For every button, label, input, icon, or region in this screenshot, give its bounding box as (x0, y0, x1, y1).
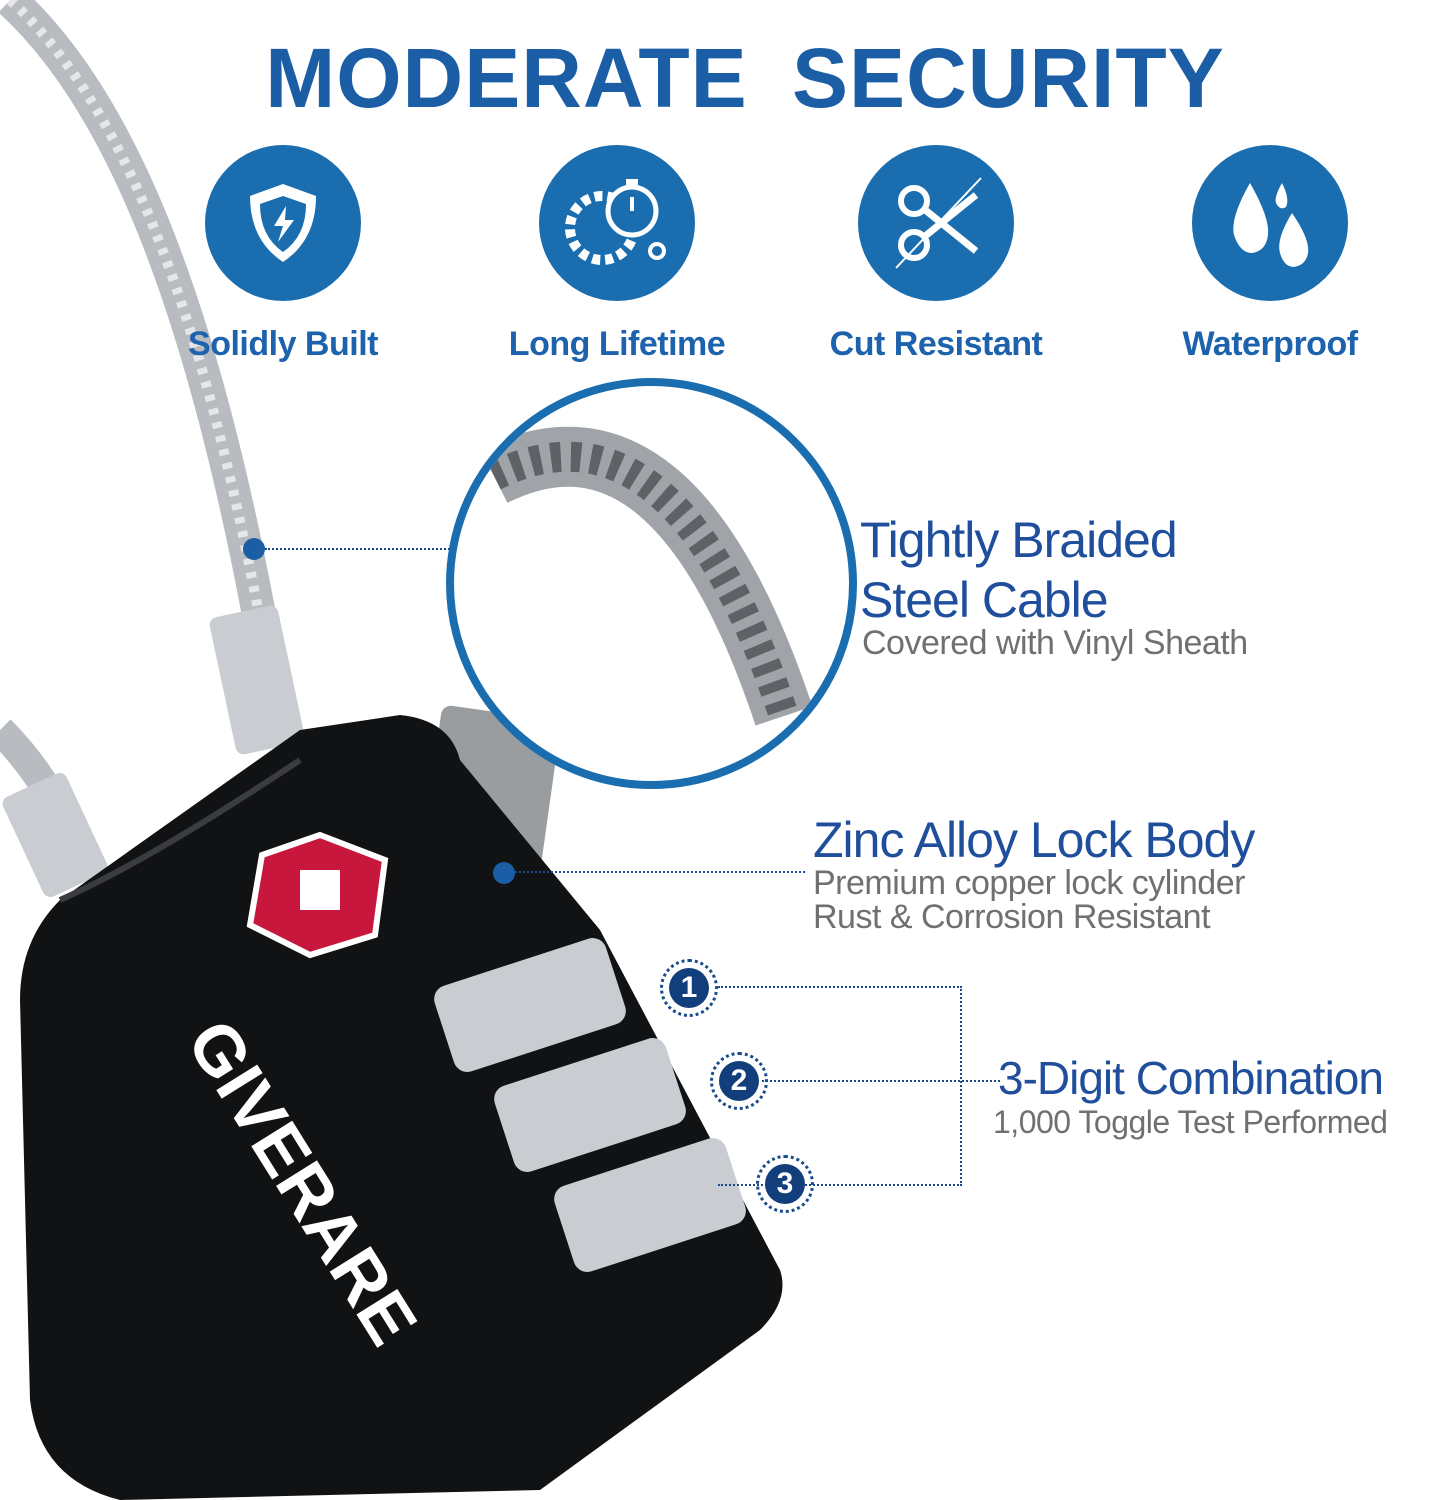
cable-marker (243, 538, 265, 560)
body-connector-line (515, 871, 805, 873)
body-subtext-2: Rust & Corrosion Resistant (813, 898, 1211, 936)
combo-number-2: 2 (710, 1052, 768, 1110)
combo-heading: 3-Digit Combination (998, 1052, 1384, 1104)
cable-subtext: Covered with Vinyl Sheath (862, 624, 1248, 662)
shield-bolt-icon (205, 145, 361, 301)
feature-cut-resistant: Cut Resistant (786, 145, 1086, 364)
page-title: MODERATE SECURITY (265, 31, 1225, 125)
combo-number-1: 1 (660, 959, 718, 1017)
combination-dials (434, 938, 746, 1272)
scissors-icon (858, 145, 1014, 301)
cable-connector-line (265, 548, 450, 550)
gears-stopwatch-icon (539, 145, 695, 301)
body-heading: Zinc Alloy Lock Body (813, 812, 1255, 868)
combo-bracket (718, 986, 962, 1186)
feature-long-lifetime: Long Lifetime (467, 145, 767, 364)
cable-heading-1: Tightly Braided (860, 512, 1178, 568)
combo-number-3: 3 (756, 1155, 814, 1213)
body-marker (493, 862, 515, 884)
body-subtext-1: Premium copper lock cylinder (813, 864, 1245, 902)
feature-solidly-built: Solidly Built (133, 145, 433, 364)
water-drops-icon (1192, 145, 1348, 301)
combo-connector-line (762, 1080, 1000, 1082)
cable-magnifier (446, 378, 857, 789)
feature-waterproof: Waterproof (1120, 145, 1420, 364)
lock-body (20, 715, 783, 1500)
cable-heading-2: Steel Cable (860, 572, 1108, 628)
combo-subtext: 1,000 Toggle Test Performed (993, 1104, 1388, 1140)
